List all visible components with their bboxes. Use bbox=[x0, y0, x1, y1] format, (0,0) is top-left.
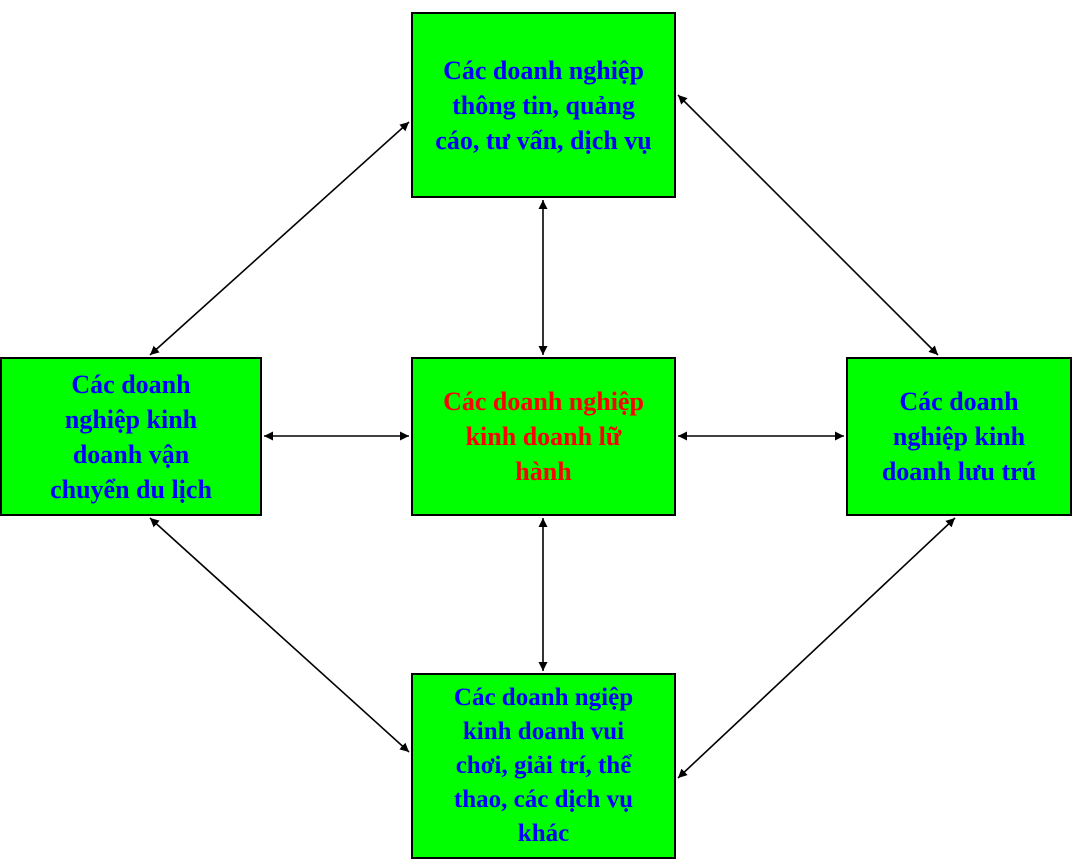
node-center-label: Các doanh nghiệp kinh doanh lữ hành bbox=[443, 387, 644, 486]
node-travel-agency: Các doanh nghiệp kinh doanh lữ hành bbox=[411, 357, 676, 516]
node-right-label: Các doanh nghiệp kinh doanh lưu trú bbox=[881, 387, 1037, 486]
arrow-left-bottom bbox=[149, 517, 410, 753]
arrow-top-right bbox=[677, 94, 939, 356]
arrow-top-left bbox=[149, 121, 410, 356]
node-top-label: Các doanh nghiệp thông tin, quảng cáo, t… bbox=[435, 55, 652, 155]
node-left-label: Các doanh nghiệp kinh doanh vận chuyển d… bbox=[50, 369, 212, 504]
arrow-right-bottom bbox=[677, 517, 956, 779]
node-accommodation: Các doanh nghiệp kinh doanh lưu trú bbox=[846, 357, 1072, 516]
node-information-advertising-consulting: Các doanh nghiệp thông tin, quảng cáo, t… bbox=[411, 12, 676, 198]
node-bottom-label: Các doanh ngiệp kinh doanh vui chơi, giả… bbox=[453, 684, 634, 847]
node-tourism-transport: Các doanh nghiệp kinh doanh vận chuyển d… bbox=[0, 357, 262, 516]
node-entertainment-sports-services: Các doanh ngiệp kinh doanh vui chơi, giả… bbox=[411, 673, 676, 859]
